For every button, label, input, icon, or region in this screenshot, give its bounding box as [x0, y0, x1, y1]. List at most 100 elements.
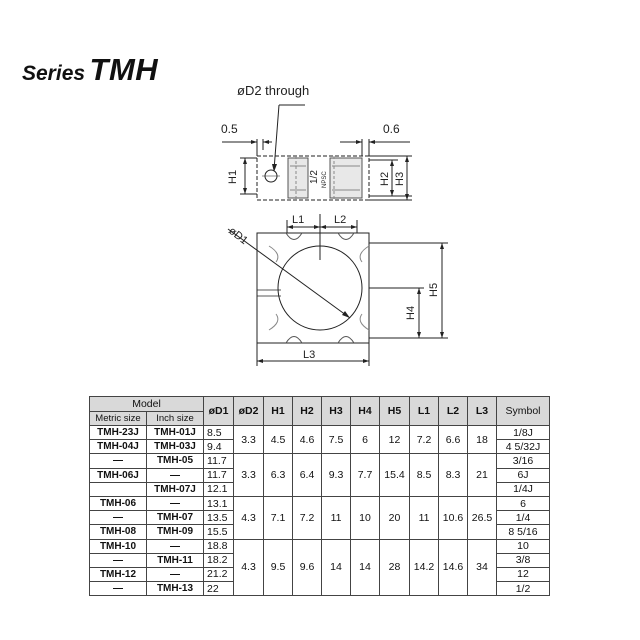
table-header-row: Model øD1 øD2 H1 H2 H3 H4 H5 L1 L2 L3 Sy… — [88, 396, 551, 426]
inch-cell: — — [145, 538, 205, 554]
symbol-cell: 6 — [496, 495, 551, 512]
symbol-header: Symbol — [496, 396, 551, 426]
d2-cell: 4.3 — [233, 538, 265, 597]
table-row: TMH-10 — 18.8 4.3 9.5 9.6 14 14 28 14.2 … — [89, 538, 551, 597]
h4-cell: 7.7 — [350, 453, 381, 497]
l3-cell: 21 — [467, 453, 498, 497]
symbol-cell: 1/8J — [496, 424, 551, 441]
h4-cell: 10 — [350, 495, 381, 540]
h4-header: H4 — [350, 396, 381, 426]
metric-cell: TMH-08 — [89, 524, 147, 540]
d2-header: øD2 — [233, 396, 265, 426]
h2-cell: 7.2 — [292, 495, 323, 540]
side-view: øD2 through 0.5 0.6 H1 H2 H3 1/2 NPSC — [221, 83, 412, 201]
d1-cell: 13.1 — [203, 495, 235, 512]
h1-header: H1 — [263, 396, 294, 426]
series-name: TMH — [89, 52, 159, 87]
d1-cell: 18.8 — [203, 538, 235, 554]
inch-cell: — — [145, 495, 205, 512]
h1-label: H1 — [227, 170, 239, 184]
table-row: — TMH-13 22 1/2 — [89, 581, 551, 597]
symbol-cell: 3/8 — [496, 552, 551, 568]
symbol-cell: 3/16 — [496, 453, 551, 469]
symbol-cell: 4 5/32J — [496, 439, 551, 455]
inch-cell: TMH-09 — [145, 524, 205, 540]
table-row: TMH-08 TMH-09 15.5 8 5/16 — [89, 524, 551, 540]
l3-cell: 26.5 — [467, 495, 498, 540]
l1-label: L1 — [292, 214, 304, 226]
h3-cell: 7.5 — [321, 424, 352, 455]
h3-header: H3 — [321, 396, 352, 426]
l1-cell: 14.2 — [409, 538, 440, 597]
metric-cell: TMH-04J — [89, 439, 147, 455]
l1-header: L1 — [409, 396, 440, 426]
l2-cell: 10.6 — [438, 495, 469, 540]
h5-cell: 28 — [379, 538, 411, 597]
table-row: TMH-12 — 21.2 12 — [89, 566, 551, 583]
inch-cell: TMH-11 — [145, 552, 205, 568]
h1-cell: 9.5 — [263, 538, 294, 597]
spec-table: Model øD1 øD2 H1 H2 H3 H4 H5 L1 L2 L3 Sy… — [88, 396, 551, 597]
table-row: TMH-04J TMH-03J 9.4 4 5/32J — [89, 439, 551, 455]
l1-cell: 8.5 — [409, 453, 440, 497]
metric-cell: TMH-06J — [89, 467, 147, 483]
h3-label: H3 — [394, 172, 406, 186]
h4-cell: 6 — [350, 424, 381, 455]
inch-cell: TMH-07J — [145, 481, 205, 497]
d1-cell: 11.7 — [203, 467, 235, 483]
h5-cell: 20 — [379, 495, 411, 540]
symbol-cell: 1/2 — [496, 581, 551, 597]
inch-cell: TMH-13 — [145, 581, 205, 597]
model-header: Model — [88, 396, 205, 412]
table-row: TMH-06 — 13.1 4.3 7.1 7.2 11 10 20 11 10… — [89, 495, 551, 540]
symbol-cell: 12 — [496, 566, 551, 583]
h2-cell: 4.6 — [292, 424, 323, 455]
h2-cell: 6.4 — [292, 453, 323, 497]
h4-label: H4 — [405, 306, 417, 320]
symbol-cell: 6J — [496, 467, 551, 483]
h4-cell: 14 — [350, 538, 381, 597]
symbol-cell: 10 — [496, 538, 551, 554]
table-row: TMH-07J 12.1 1/4J — [89, 481, 551, 497]
h2-label: H2 — [379, 172, 391, 186]
inch-cell: — — [145, 467, 205, 483]
h2-header: H2 — [292, 396, 323, 426]
d1-label: øD1 — [226, 225, 250, 247]
inch-cell: TMH-03J — [145, 439, 205, 455]
inch-cell: TMH-05 — [145, 453, 205, 469]
inch-cell: — — [145, 566, 205, 583]
inch-cell: TMH-01J — [145, 424, 205, 441]
metric-cell: TMH-10 — [89, 538, 147, 554]
d2-cell: 3.3 — [233, 424, 265, 455]
h5-cell: 12 — [379, 424, 411, 455]
d2-cell: 3.3 — [233, 453, 265, 497]
h5-label: H5 — [428, 283, 440, 297]
series-prefix: Series — [22, 62, 86, 85]
metric-cell: TMH-23J — [89, 424, 147, 441]
h1-cell: 4.5 — [263, 424, 294, 455]
d1-cell: 12.1 — [203, 481, 235, 497]
thread-marking-label: 1/2 — [309, 170, 320, 184]
l3-label: L3 — [303, 349, 315, 361]
h3-cell: 9.3 — [321, 453, 352, 497]
series-title: Series TMH — [22, 52, 158, 88]
symbol-cell: 8 5/16 — [496, 524, 551, 540]
dim-0-5-label: 0.5 — [221, 122, 238, 136]
metric-cell: TMH-12 — [89, 566, 147, 583]
h3-cell: 11 — [321, 495, 352, 540]
thread-sub-label: NPSC — [322, 171, 328, 188]
metric-header: Metric size — [89, 411, 147, 426]
table-row: TMH-06J — 11.7 6J — [89, 467, 551, 483]
h1-cell: 6.3 — [263, 453, 294, 497]
symbol-cell: 1/4J — [496, 481, 551, 497]
d1-cell: 9.4 — [203, 439, 235, 455]
metric-cell: — — [89, 581, 147, 597]
inch-cell: TMH-07 — [145, 510, 205, 526]
h1-cell: 7.1 — [263, 495, 294, 540]
l2-cell: 14.6 — [438, 538, 469, 597]
metric-cell: — — [89, 552, 147, 568]
l2-cell: 8.3 — [438, 453, 469, 497]
h5-cell: 15.4 — [379, 453, 411, 497]
d2-callout-label: øD2 through — [237, 83, 309, 98]
table-subheader-row: Metric size Inch size — [89, 411, 550, 426]
